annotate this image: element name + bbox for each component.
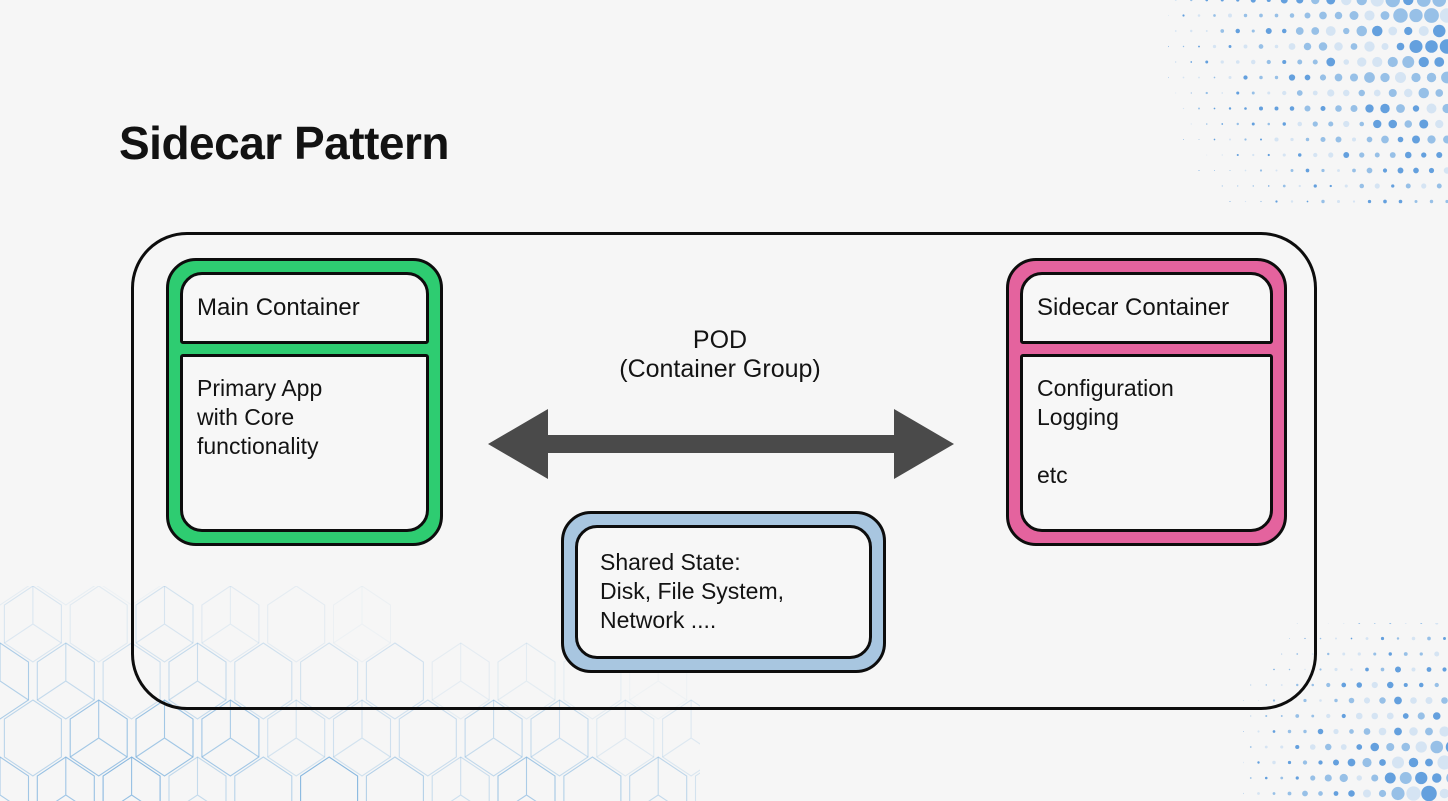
pod-label: POD (Container Group)	[560, 326, 880, 384]
main-container-body: Primary App with Core functionality	[180, 354, 429, 532]
sidecar-body-line-3: etc	[1037, 462, 1068, 488]
shared-state-line-2: Network ....	[600, 607, 717, 633]
sidecar-container-body: Configuration Logging etc	[1020, 354, 1273, 532]
main-body-line-0: Primary App	[197, 375, 323, 401]
sidecar-container-header-label: Sidecar Container	[1037, 294, 1230, 321]
sidecar-body-line-0: Configuration	[1037, 375, 1174, 401]
shared-state-panel: Shared State: Disk, File System, Network…	[575, 525, 872, 659]
pod-boundary	[131, 232, 1317, 710]
bidirectional-arrow-icon	[488, 409, 954, 479]
main-container-header: Main Container	[180, 272, 429, 344]
sidecar-container-header: Sidecar Container	[1020, 272, 1273, 344]
sidecar-body-line-1: Logging	[1037, 404, 1119, 430]
shared-state-box[interactable]: Shared State: Disk, File System, Network…	[561, 511, 886, 673]
main-body-line-1: with Core	[197, 404, 295, 430]
main-container-header-label: Main Container	[197, 294, 360, 321]
main-container[interactable]: Main Container Primary App with Core fun…	[166, 258, 443, 546]
pod-label-line1: POD	[692, 326, 748, 354]
shared-state-line-0: Shared State:	[600, 549, 741, 575]
main-body-line-2: functionality	[197, 433, 319, 459]
shared-state-line-1: Disk, File System,	[600, 578, 785, 604]
sidecar-body-line-2	[1037, 432, 1256, 461]
page-title: Sidecar Pattern	[119, 117, 449, 169]
sidecar-container[interactable]: Sidecar Container Configuration Logging …	[1006, 258, 1287, 546]
halftone-dots-top-right-icon	[1168, 0, 1448, 204]
pod-label-line2: (Container Group)	[619, 355, 821, 383]
